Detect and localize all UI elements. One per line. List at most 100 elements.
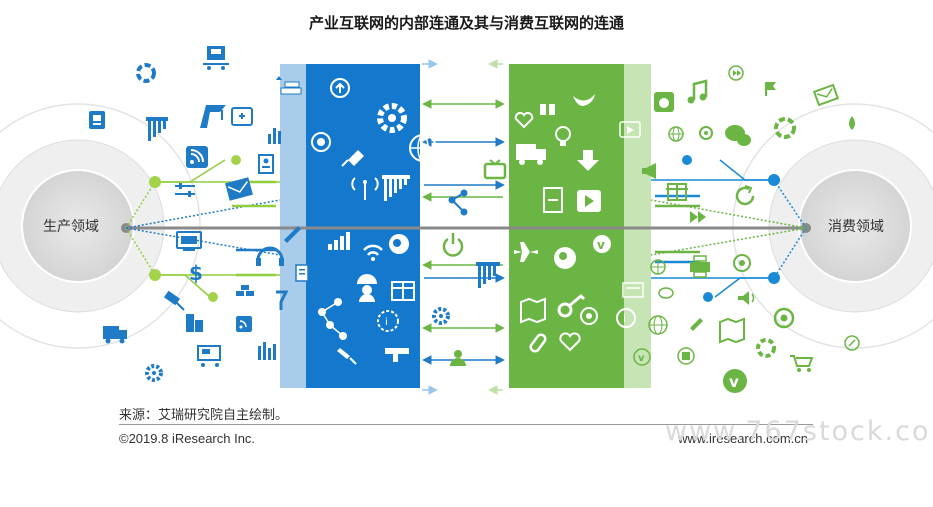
consumption-domain: 消费领域: [732, 103, 933, 349]
forward-icon: [728, 65, 744, 81]
globe-icon-green-2: [648, 315, 668, 335]
upload-icon: [330, 78, 350, 98]
watermark: www.767stock.co: [665, 416, 931, 447]
lifebuoy-icon: [136, 63, 156, 83]
binoculars-icon: [540, 104, 555, 115]
consumption-domain-label: 消费领域: [828, 218, 884, 234]
left-node-small-1: [231, 155, 241, 165]
chat-icon-2: [658, 287, 674, 299]
head-gear-icon: [389, 234, 409, 254]
right-node-top: [768, 174, 780, 186]
refresh-icon: [735, 185, 755, 206]
right-scatter-icons: v v: [633, 65, 860, 393]
down-arrow-icon: [577, 150, 599, 171]
monitor-icon: [176, 231, 202, 251]
flag-icon: [765, 82, 776, 96]
pin-icon: [341, 150, 364, 167]
network-icon: [318, 298, 347, 340]
globe-icon-green: [668, 126, 684, 142]
blue-band-icons: i: [311, 78, 437, 365]
svg-text:v: v: [638, 353, 645, 364]
tools-icon: [276, 290, 289, 310]
rss-icon-small: [236, 316, 252, 332]
website-link[interactable]: www.iresearch.com.cn: [677, 431, 808, 446]
cart-icon-green: [790, 355, 814, 372]
right-node-bottom: [768, 272, 780, 284]
band-arrows: [422, 59, 505, 395]
compass-icon: i: [377, 310, 399, 332]
bar-chart-icon: [268, 128, 281, 144]
left-node-bottom: [149, 269, 161, 281]
gear-icon: [145, 364, 163, 382]
signal-bars-icon: [328, 232, 350, 250]
wifi-icon: [363, 244, 383, 261]
fast-forward-icon: [690, 211, 706, 223]
dollar-icon: $: [189, 261, 203, 285]
rss-icon: [186, 146, 208, 168]
medical-kit-icon: [231, 107, 253, 126]
right-node-small-1: [682, 155, 692, 165]
copyright: ©2019.8 iResearch Inc.: [119, 431, 256, 446]
bar-chart-icon-2: [258, 342, 276, 360]
trolley-icon: [203, 46, 229, 70]
id-card-icon: [89, 111, 105, 129]
printer-icon: [690, 255, 710, 278]
left-node-top: [149, 176, 161, 188]
person-icon: [450, 350, 466, 366]
plane-icon: [514, 242, 538, 262]
light-blue-band: [280, 64, 307, 388]
antenna-icon: [351, 177, 379, 200]
bulb-icon: [555, 126, 571, 146]
page-title: 产业互联网的内部连通及其与消费互联网的连通: [308, 15, 624, 32]
brush-icon-green: [690, 318, 703, 331]
basketball-icon: [650, 259, 666, 275]
source-note: 来源：艾瑞研究院自主绘制。: [119, 407, 289, 422]
cart-icon: [197, 345, 221, 367]
svg-text:i: i: [623, 312, 626, 325]
vimeo-icon: v: [593, 235, 611, 253]
gold-bars-icon: [236, 285, 254, 296]
chat-icon: [725, 125, 751, 146]
key-icon: [557, 293, 586, 318]
heart-icon-2: [559, 332, 581, 352]
play-icon: [577, 190, 601, 212]
gear-icon-connector: [432, 307, 450, 325]
mail-icon: [225, 177, 253, 201]
head-icon: [554, 247, 576, 269]
light-green-band: [624, 64, 651, 388]
right-node-small-2: [703, 292, 713, 302]
lifebuoy-icon-green-2: [756, 338, 776, 358]
pan-flute-icon-connector: [476, 262, 500, 288]
brush-icon: [385, 348, 409, 362]
speaker-icon: [738, 291, 755, 305]
vimeo-icon-green: v: [633, 348, 651, 366]
svg-text:i: i: [385, 317, 388, 328]
connector-icons: [432, 159, 507, 366]
map-icon-green: [719, 317, 745, 344]
sliders-icon: [175, 183, 195, 197]
power-icon: [442, 233, 464, 257]
gift-icon-green: [666, 183, 688, 201]
production-domain-label: 生产领域: [43, 218, 99, 234]
twitter-icon: [573, 94, 595, 106]
blue-band: [306, 64, 420, 388]
production-domain: 生产领域: [0, 103, 201, 349]
vimeo-icon-large: v: [723, 369, 747, 393]
globe-icon: [409, 134, 437, 162]
info-icon-light: i: [616, 308, 636, 328]
green-band-icons: v i: [514, 94, 644, 353]
share-icon: [448, 189, 468, 216]
compass-icon-green: [844, 335, 860, 351]
tv-icon: [483, 159, 507, 180]
news-icon-light: [622, 282, 644, 298]
target-icon-white: [580, 307, 598, 325]
target-icon: [311, 132, 331, 152]
map-icon: [520, 297, 546, 324]
footer-divider: [119, 424, 813, 425]
tag-icon: [699, 126, 713, 140]
target-icon-green: [773, 307, 795, 329]
truck-icon-white: [516, 144, 546, 165]
drop-icon: [849, 116, 855, 130]
crane-icon: [200, 105, 226, 128]
